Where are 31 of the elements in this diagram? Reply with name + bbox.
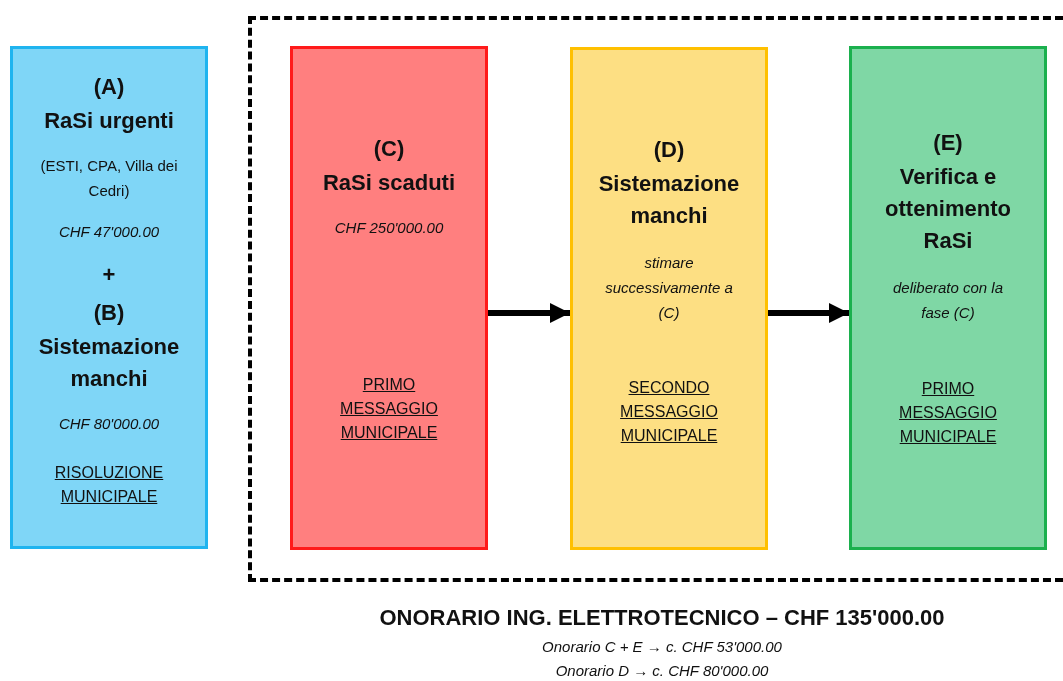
heading: (D)	[652, 136, 686, 164]
approval-note: RISOLUZIONE MUNICIPALE	[53, 463, 165, 507]
heading: (B)	[92, 299, 126, 327]
note: deliberato con la fase (C)	[891, 278, 1005, 323]
heading: (E)	[932, 129, 964, 157]
heading: RaSi urgenti	[43, 107, 175, 135]
heading: (A)	[92, 73, 126, 101]
heading: RaSi scaduti	[321, 169, 456, 197]
heading: Sistemazione manchi	[37, 333, 181, 393]
plus-sign: +	[101, 261, 117, 289]
amount: CHF 47'000.00	[57, 222, 161, 242]
heading: Verifica e ottenimento RaSi	[884, 163, 1012, 255]
heading: Sistemazione manchi	[597, 170, 741, 230]
fee-note: Onorario C + E → c. CHF 53'000.00	[541, 637, 783, 657]
amount: CHF 250'000.00	[333, 218, 445, 238]
note: stimare successivamente a (C)	[604, 253, 734, 323]
fee-note: Onorario D → c. CHF 80'000.00	[554, 661, 770, 681]
approval-note: SECONDO MESSAGGIO MUNICIPALE	[619, 378, 719, 446]
approval-note: PRIMO MESSAGGIO MUNICIPALE	[339, 375, 439, 443]
heading: (C)	[372, 135, 406, 163]
note: (ESTI, CPA, Villa dei Cedri)	[39, 156, 179, 201]
process-box	[849, 46, 1047, 550]
process-box	[10, 46, 208, 549]
process-box	[290, 46, 488, 550]
process-box	[570, 47, 768, 550]
summary-heading: ONORARIO ING. ELETTROTECNICO – CHF 135'000.00	[378, 604, 946, 632]
approval-note: PRIMO MESSAGGIO MUNICIPALE	[898, 379, 998, 447]
amount: CHF 80'000.00	[57, 414, 161, 434]
arrow	[768, 303, 849, 323]
dashed-group-frame	[248, 16, 1063, 582]
arrow	[488, 303, 570, 323]
